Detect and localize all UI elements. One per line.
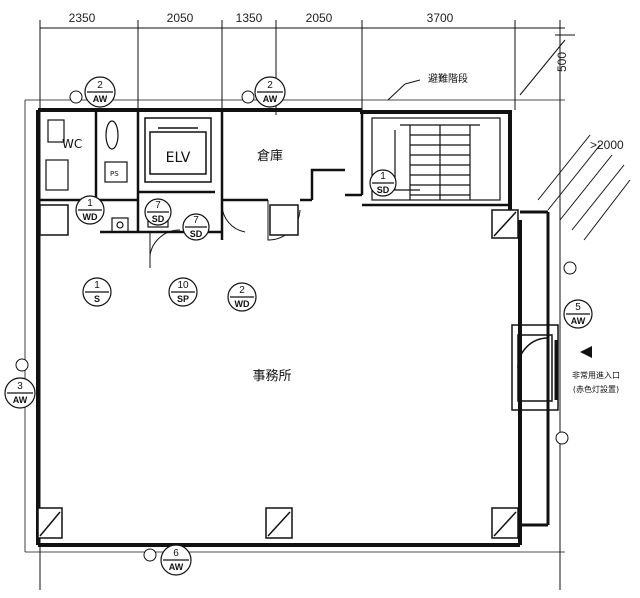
emergency-entry-marker: [580, 346, 592, 358]
top-dimension-line: [39, 20, 565, 590]
tag-2wd-num: 2: [239, 285, 245, 296]
outer-walls: [36, 108, 522, 547]
tag-2aw-top-left-num: 2: [97, 80, 103, 91]
room-label-storage: 倉庫: [257, 149, 283, 164]
tag-7sd-b-code: SD: [190, 229, 203, 239]
dim-label-4: 2050: [306, 11, 333, 25]
tag-7sd-a-num: 7: [155, 200, 161, 211]
dim-label-5: 3700: [427, 11, 454, 25]
tag-1sd-code: SD: [377, 185, 390, 195]
tag-6aw-num: 6: [173, 548, 179, 559]
right-dim-arrow-top: [519, 34, 575, 96]
tag-6aw-code: AW: [169, 562, 184, 572]
stairwell: [371, 117, 501, 201]
columns: [37, 204, 519, 539]
tag-5aw-num: 5: [575, 302, 581, 313]
right-dim-label-top: 500: [555, 52, 569, 72]
tag-3aw-code: AW: [13, 395, 28, 405]
stair-note: 避難階段: [428, 72, 468, 85]
tag-7sd-b-num: 7: [193, 215, 199, 226]
dim-label-3: 1350: [236, 11, 263, 25]
grid-bubbles: [15, 90, 577, 562]
tag-symbols: [4, 76, 593, 576]
tag-10sp-num: 10: [177, 280, 189, 291]
room-label-office: 事務所: [252, 369, 291, 384]
tag-10sp-code: SP: [177, 294, 189, 304]
tag-3aw-num: 3: [17, 381, 23, 392]
right-dim-label-mid: >2000: [590, 138, 624, 152]
tag-2wd-code: WD: [235, 299, 250, 309]
tag-1wd-num: 1: [87, 198, 93, 209]
dim-label-1: 2350: [69, 11, 96, 25]
tag-2aw-top-mid-num: 2: [267, 80, 273, 91]
right-wall-section: [520, 210, 550, 527]
tag-2aw-top-left-code: AW: [93, 94, 108, 104]
tag-5aw-code: AW: [571, 316, 586, 326]
room-label-wc: WC: [62, 137, 82, 151]
right-dim-hatch: [537, 134, 631, 241]
stair-leader-line: [387, 79, 421, 101]
emergency-entry: [511, 324, 559, 411]
tag-1s-num: 1: [94, 280, 100, 291]
side-note-line1: 非常用進入口: [572, 370, 620, 380]
tag-1wd-code: WD: [83, 212, 98, 222]
tag-1sd-num: 1: [380, 171, 386, 182]
room-label-ps: PS: [110, 170, 119, 178]
grid-lines: [24, 99, 565, 553]
elevator-shaft: [144, 117, 212, 183]
side-note-line2: (赤色灯設置): [573, 384, 619, 394]
tag-7sd-a-code: SD: [152, 214, 165, 224]
tag-2aw-top-mid-code: AW: [263, 94, 278, 104]
tag-1s-code: S: [94, 294, 100, 304]
room-label-elv: ELV: [166, 150, 191, 166]
dim-label-2: 2050: [167, 11, 194, 25]
